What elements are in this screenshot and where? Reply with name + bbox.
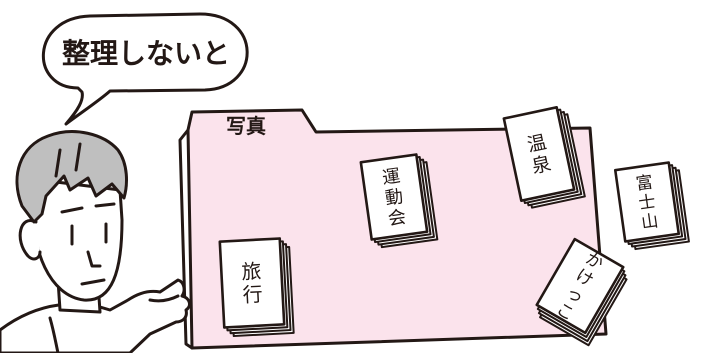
photo-sheet [535,237,625,335]
photo-sheet [218,237,286,329]
photo-stack-ryokou[interactable]: 旅行 [218,237,295,338]
photo-stack-fujisan[interactable]: 富士山 [613,161,690,251]
man-figure [0,130,191,353]
man-hair [15,130,128,224]
photo-sheet [359,153,429,241]
photo-stack-label: 富士山 [635,172,660,233]
photo-stack-undoukai[interactable]: 運動会 [359,153,439,249]
speech-text: 整理しないと [62,37,230,70]
photo-stack-kakekko[interactable]: かけっこ [532,237,631,347]
photo-stack-label: 運動会 [381,166,408,230]
folder-label: 写真 [226,114,266,138]
photo-stack-label: 温泉 [525,131,553,178]
photo-stack-onsen[interactable]: 温泉 [502,105,586,209]
man-ear [18,219,42,261]
photo-sheet [502,106,576,202]
photo-stack-label: 旅行 [241,259,263,307]
photo-sheet [613,161,681,243]
folder-shadow-edge [178,128,194,350]
speech-bubble: 整理しないと [42,12,249,126]
